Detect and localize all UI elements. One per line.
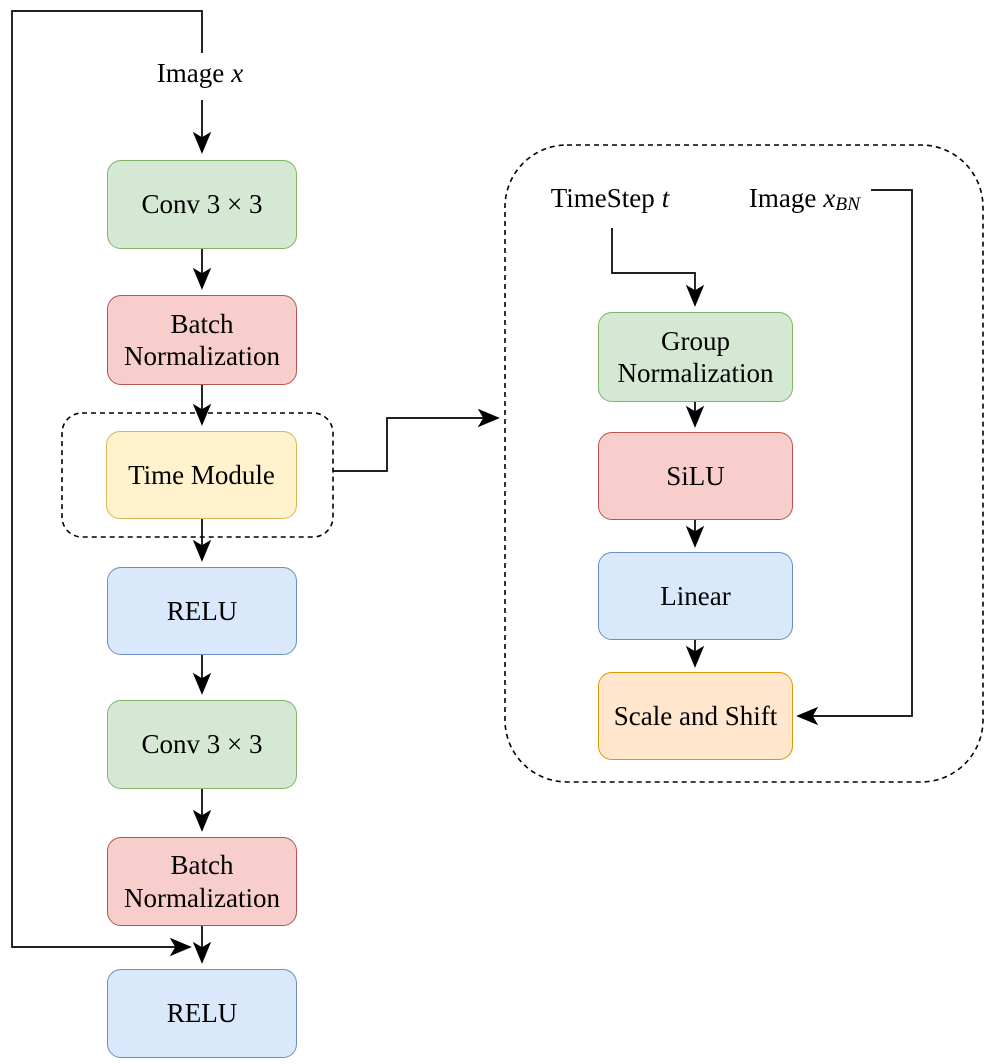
node-batch-normalization-2-label: Batch Normalization xyxy=(124,850,280,913)
node-time-module-label: Time Module xyxy=(128,459,275,490)
node-batch-normalization-2: Batch Normalization xyxy=(107,837,297,926)
node-batch-normalization-1-label: Batch Normalization xyxy=(124,308,280,371)
image-x-label: Image x xyxy=(125,58,275,89)
image-x-label-var: x xyxy=(231,58,244,88)
node-batch-normalization-1: Batch Normalization xyxy=(107,295,297,385)
node-relu-1-label: RELU xyxy=(166,595,238,626)
node-conv1: Conv 3 × 3 xyxy=(107,160,297,249)
image-xbn-label-var: x xyxy=(823,183,836,213)
timestep-to-group-norm-edge xyxy=(611,228,705,307)
node-group-normalization: Group Normalization xyxy=(598,312,793,402)
node-conv2: Conv 3 × 3 xyxy=(107,700,297,789)
node-silu-label: SiLU xyxy=(666,460,725,491)
timestep-t-label-text: TimeStep xyxy=(550,183,655,213)
node-relu-1: RELU xyxy=(107,567,297,655)
node-time-module: Time Module xyxy=(106,431,297,519)
node-linear: Linear xyxy=(598,552,793,640)
time-module-to-detail-edge xyxy=(333,408,500,472)
skip-connection-edge xyxy=(11,10,203,957)
node-conv2-label: Conv 3 × 3 xyxy=(141,729,263,760)
node-relu-2-label: RELU xyxy=(166,998,238,1029)
node-scale-and-shift: Scale and Shift xyxy=(598,672,793,760)
node-silu: SiLU xyxy=(598,432,793,520)
image-x-label-text: Image xyxy=(156,58,225,88)
node-relu-2: RELU xyxy=(107,969,297,1058)
timestep-t-label: TimeStep t xyxy=(530,183,690,214)
image-xbn-label-text: Image xyxy=(748,183,817,213)
image-bn-to-scale-shift-edge xyxy=(796,189,913,726)
node-scale-and-shift-label: Scale and Shift xyxy=(613,700,778,731)
node-conv1-label: Conv 3 × 3 xyxy=(141,189,263,220)
image-xbn-label-subscript: BN xyxy=(835,194,861,216)
timestep-t-label-var: t xyxy=(661,183,670,213)
node-linear-label: Linear xyxy=(660,580,731,611)
node-group-normalization-label: Group Normalization xyxy=(617,325,774,388)
